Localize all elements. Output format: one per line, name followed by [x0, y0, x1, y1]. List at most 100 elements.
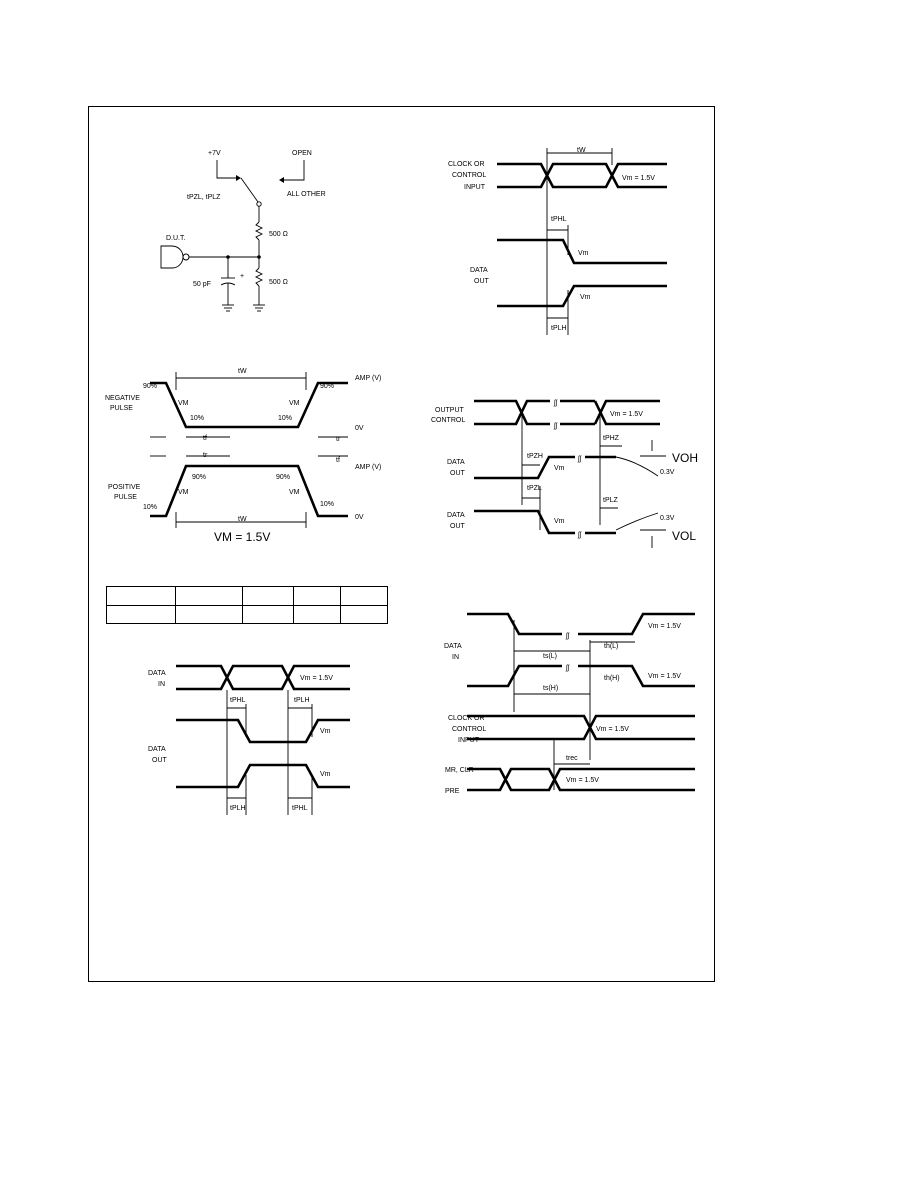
open-arrowhead	[279, 177, 284, 183]
prop-out-1: DATA	[148, 746, 166, 753]
tphl-label: tPHL	[551, 216, 567, 223]
oc-trace-a3	[593, 400, 660, 426]
th-l-label: th(L)	[604, 643, 618, 650]
clock-label-1: CLOCK OR	[448, 161, 485, 168]
pos-pulse-2: PULSE	[114, 494, 137, 501]
data-out-low-a	[474, 509, 575, 535]
vm-equation: VM = 1.5V	[214, 530, 270, 544]
table-cell	[106, 604, 176, 624]
vm-ts-1: Vm	[554, 465, 565, 472]
zero-a: 0V	[355, 425, 364, 432]
data-out-high-decay	[615, 456, 659, 477]
break-a: ʃʃ	[553, 400, 559, 407]
setup-in-2: IN	[452, 654, 459, 661]
break-e: ʃʃ	[565, 633, 571, 640]
pre-label: PRE	[445, 788, 460, 795]
mr-trace-b	[467, 767, 695, 792]
table-cell	[339, 604, 389, 624]
tr2-label: tr	[203, 452, 208, 459]
p10-a: 10%	[190, 415, 204, 422]
cap-label: 50 pF	[193, 281, 211, 288]
setup-clk-2: CONTROL	[452, 726, 486, 733]
voh-label: VOH	[672, 451, 698, 465]
data-out-high-a	[474, 455, 575, 480]
oc-trace-b3	[593, 399, 660, 425]
switch-pivot	[256, 201, 262, 207]
data-label-2: OUT	[474, 278, 490, 285]
prop-in-trace-a	[176, 664, 350, 691]
setup-in-1: DATA	[444, 643, 462, 650]
p90-b: 90%	[320, 383, 334, 390]
supply-label: +7V	[208, 150, 221, 157]
open-arrow	[284, 160, 305, 181]
prop-out-2: OUT	[152, 757, 168, 764]
cap-plus: +	[240, 273, 244, 280]
p90-a: 90%	[143, 383, 157, 390]
prop-vm-eq: Vm = 1.5V	[300, 675, 333, 682]
propagation-diagram: DATA IN Vm = 1.5V tPHL tPLH Vm DATA OUT …	[148, 664, 350, 815]
setup-in-trace-a1	[467, 612, 562, 636]
neg-pulse-2: PULSE	[110, 405, 133, 412]
vm-d: VM	[289, 489, 300, 496]
setup-in-trace-a2	[578, 612, 695, 636]
setup-in-trace-b2	[578, 664, 695, 688]
p10-c: 10%	[143, 504, 157, 511]
dut-gate	[160, 245, 184, 269]
tpzl-label: tPZL, tPLZ	[187, 194, 221, 201]
resistor-2	[254, 267, 264, 287]
prop-out-trace-2	[176, 763, 350, 789]
ts-data-2b: OUT	[450, 523, 466, 530]
positive-pulse-trace	[150, 464, 348, 518]
amp-b: AMP (V)	[355, 464, 381, 471]
amp-a: AMP (V)	[355, 375, 381, 382]
trec-label: trec	[566, 755, 578, 762]
v03-a: 0.3V	[660, 469, 675, 476]
clock-label-3: INPUT	[464, 184, 486, 191]
ts-l-label: ts(L)	[543, 653, 557, 660]
table-row	[106, 586, 389, 606]
setup-vm-eq-3: Vm = 1.5V	[596, 726, 629, 733]
prop-tplh-2: tPLH	[230, 805, 246, 812]
supply-arrow	[216, 160, 236, 179]
v03-b: 0.3V	[660, 515, 675, 522]
tristate-diagram: OUTPUT CONTROL ʃʃ ʃʃ Vm = 1.5V tPHZ VOH …	[431, 399, 698, 548]
vm-c: VM	[178, 489, 189, 496]
ts-vm-eq: Vm = 1.5V	[610, 411, 643, 418]
table-cell	[242, 604, 295, 624]
all-other-label: ALL OTHER	[287, 191, 326, 198]
prop-tphl-2: tPHL	[292, 805, 308, 812]
table-cell	[106, 586, 176, 606]
tplh-label: tPLH	[551, 325, 567, 332]
break-c: ʃʃ	[577, 456, 583, 463]
pulse-definitions: tW 90% 90% NEGATIVE PULSE VM VM 10% 10% …	[105, 368, 381, 544]
mr-label: MR, CLR	[445, 767, 474, 774]
table-cell	[242, 586, 295, 606]
tf-label: tf	[203, 435, 207, 442]
setup-vm-eq-4: Vm = 1.5V	[566, 777, 599, 784]
tf2-label: tf	[336, 457, 340, 464]
switch-blade	[240, 177, 259, 203]
ts-data-1b: OUT	[450, 470, 466, 477]
p10-b: 10%	[278, 415, 292, 422]
prop-vm-2: Vm	[320, 771, 331, 778]
break-f: ʃʃ	[565, 665, 571, 672]
oc-label-1: OUTPUT	[435, 407, 465, 414]
vm-label-2: Vm	[580, 294, 591, 301]
prop-in-trace-b	[176, 664, 350, 691]
table-cell	[293, 604, 341, 624]
r1-label: 500 Ω	[269, 231, 288, 238]
clock-label-2: CONTROL	[452, 172, 486, 179]
tplz-label: tPLZ	[603, 497, 619, 504]
table-row	[106, 604, 389, 624]
oc-trace-b1	[474, 399, 550, 426]
test-circuit: +7V OPEN tPZL, tPLZ ALL OTHER 500 Ω 500 …	[160, 150, 326, 312]
figure-frame	[88, 106, 715, 982]
data-out-trace-2	[497, 284, 667, 308]
open-label: OPEN	[292, 150, 312, 157]
setup-clk-trace-b	[467, 714, 695, 741]
clock-trace-b	[497, 162, 667, 189]
oc-trace-a1	[474, 399, 550, 426]
prop-in-1: DATA	[148, 670, 166, 677]
zero-b: 0V	[355, 514, 364, 521]
